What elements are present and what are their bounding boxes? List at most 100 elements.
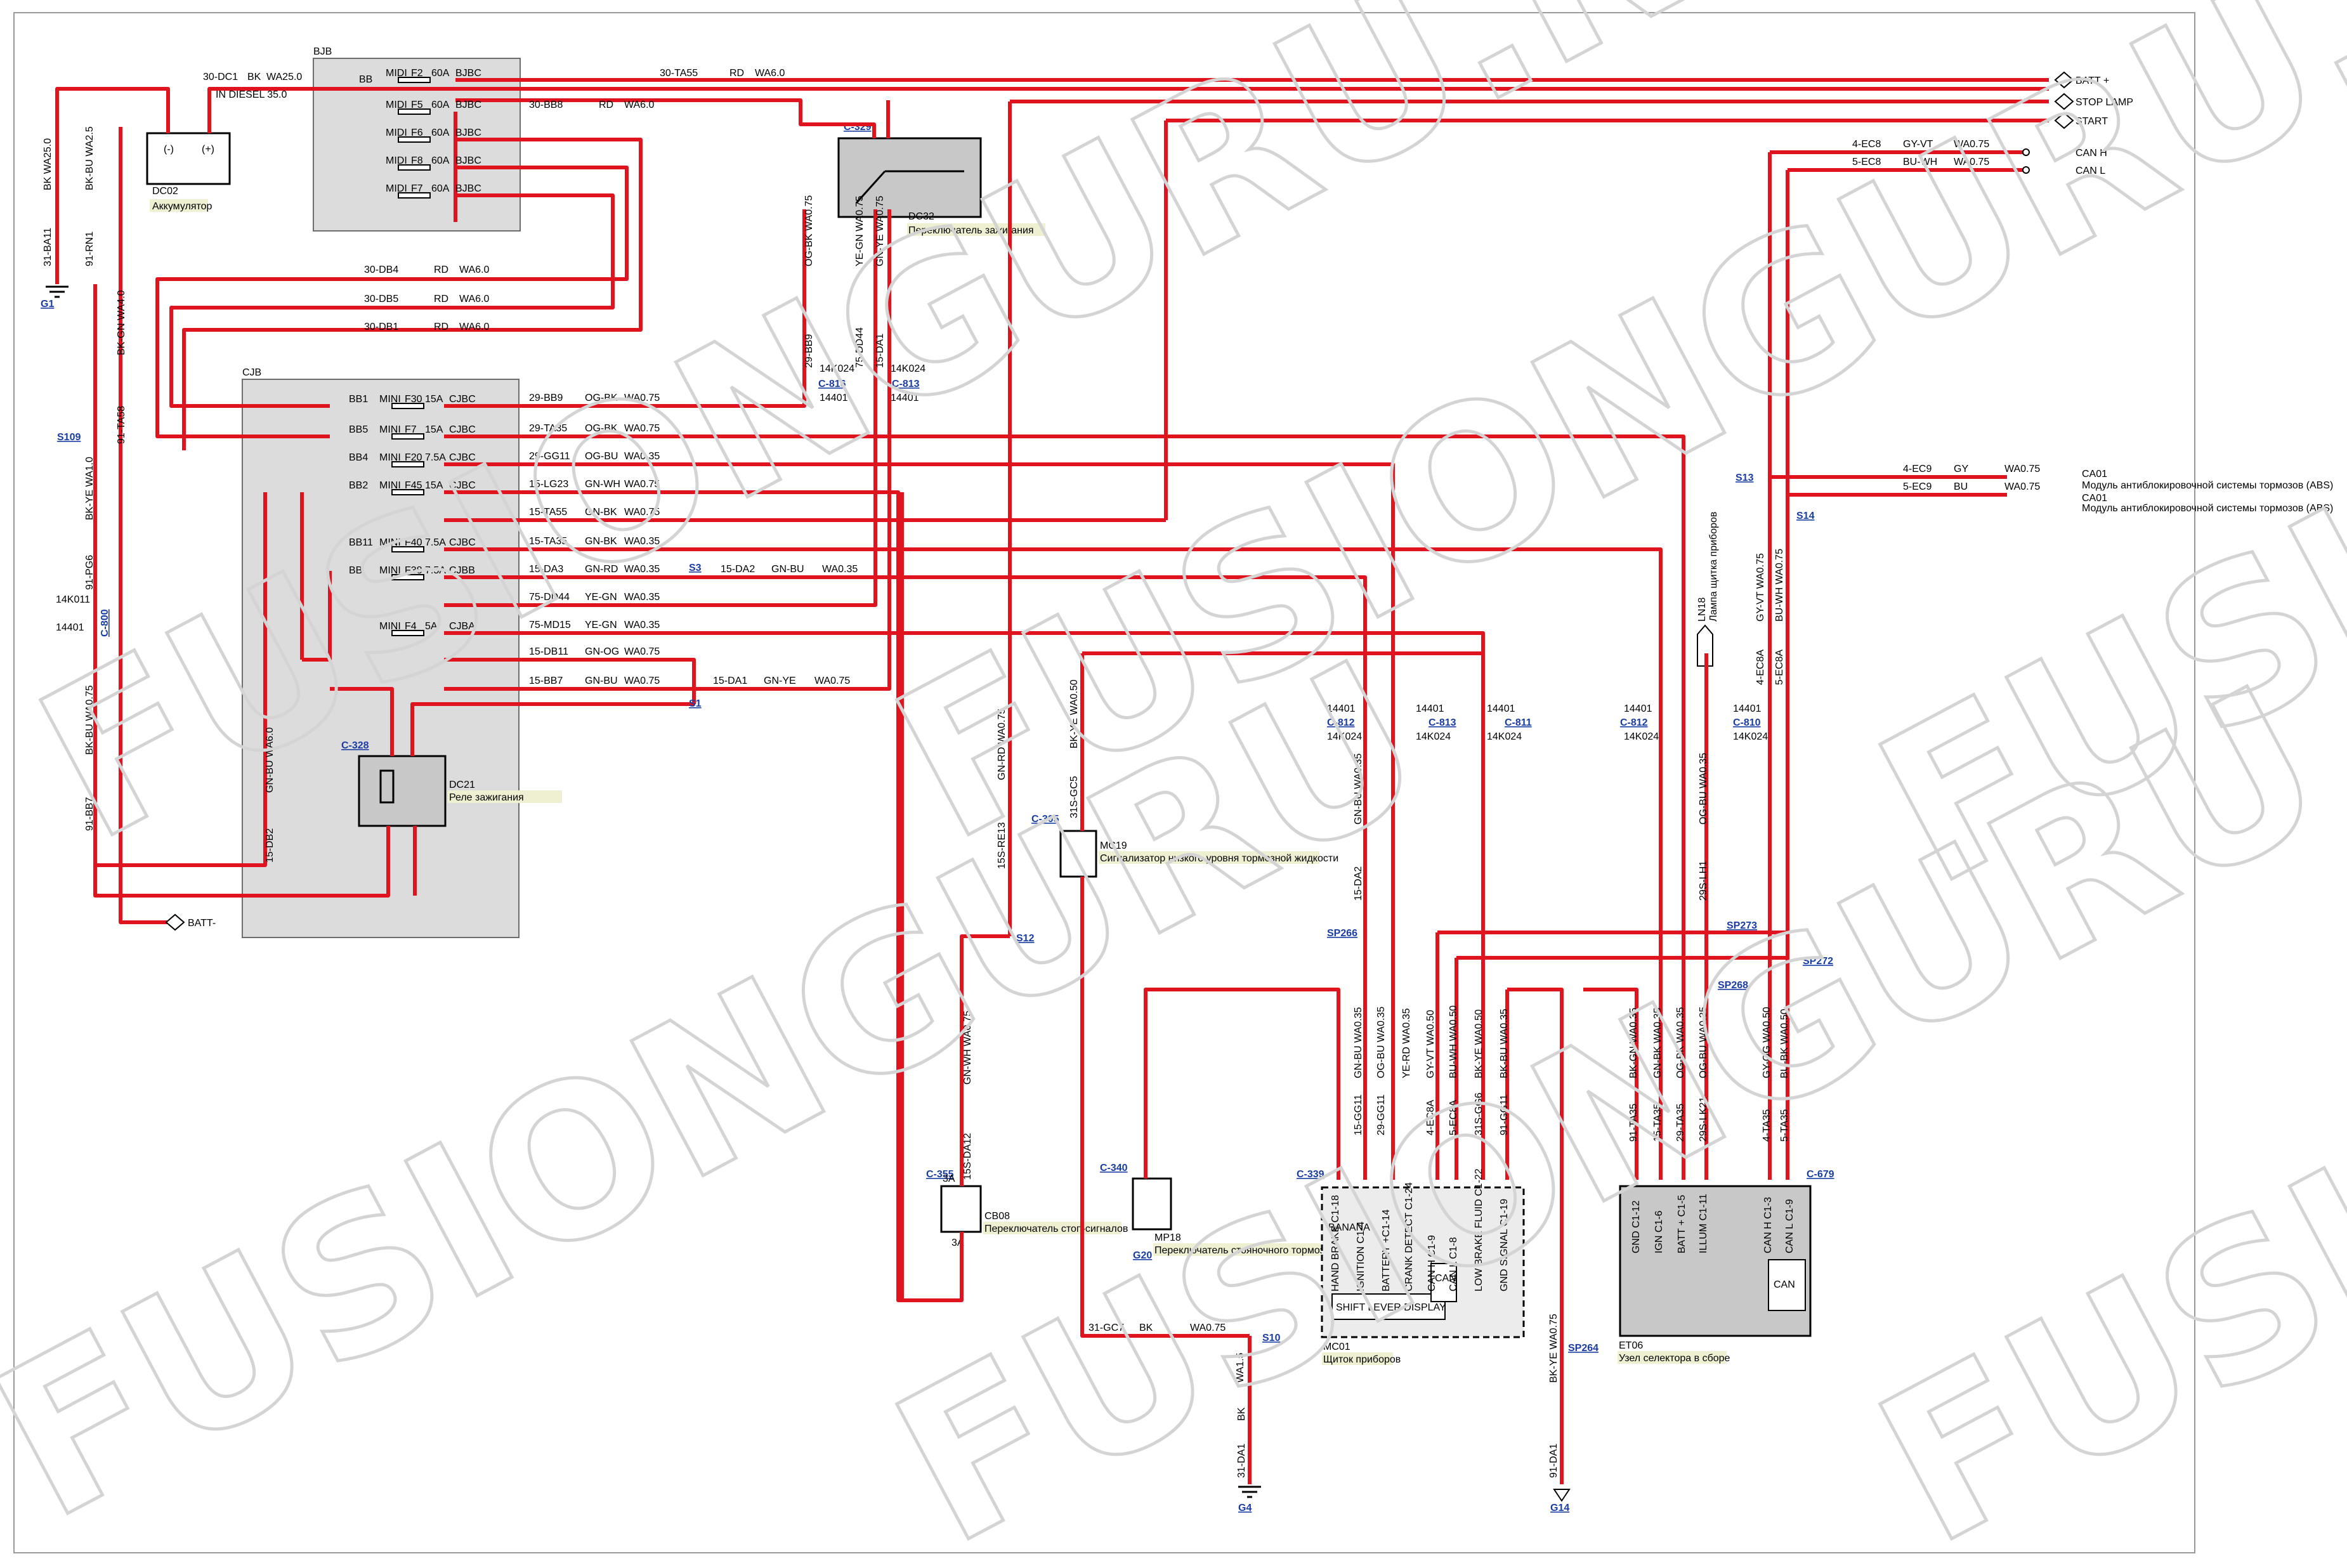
lamp-shape	[1697, 624, 1713, 667]
cluster-can-box	[1430, 1263, 1457, 1302]
wire-15-da3	[444, 575, 1367, 1180]
ground-g4[interactable]: G4	[1238, 1503, 1252, 1513]
wire-id: 31-GC7	[1089, 1323, 1124, 1333]
fuse-rating: 60A	[431, 127, 450, 138]
ignition-relay[interactable]	[358, 755, 447, 827]
terminal-batt-minus[interactable]: BATT-	[165, 913, 216, 931]
wire-id: 4-EC9	[1903, 464, 1932, 474]
wire-31s-gc5	[1080, 651, 1483, 831]
wire-id: 30-DB5	[364, 294, 398, 304]
fuse-out: BJBC	[455, 183, 481, 194]
selector-can-text: CAN	[1774, 1279, 1795, 1290]
selector-wire-label: OG-BK WA0.35	[1675, 1007, 1686, 1078]
splice-sp272[interactable]: SP272	[1803, 956, 1833, 967]
diamond-icon	[165, 913, 185, 931]
wire-size: WA0.75	[624, 479, 660, 490]
wire-color: BK	[247, 72, 261, 82]
code-14k024-a: 14K024	[1327, 731, 1362, 742]
wire-size: WA6.0	[459, 265, 490, 275]
wire-id: 15-DA1	[713, 676, 747, 686]
cluster-pin-label: CRANK DETECT C1-24	[1404, 1182, 1415, 1291]
vertical-wire-label: 29-BB9	[804, 334, 814, 368]
bb-label: BB	[359, 74, 372, 85]
connector-c811[interactable]: C-811	[1505, 717, 1532, 728]
wire-color: GN-RD	[585, 564, 618, 575]
brake-fluid-sensor[interactable]	[1059, 830, 1097, 878]
wire-size: WA0.35	[624, 536, 660, 547]
wire-size: WA0.35	[624, 592, 660, 603]
terminal-stop-lamp[interactable]: STOP LAMP	[2054, 93, 2133, 110]
can-h-pin	[2022, 148, 2030, 156]
splice-s10[interactable]: S10	[1262, 1333, 1281, 1343]
fuse-icon	[391, 630, 424, 636]
ground-g14[interactable]: G14	[1550, 1503, 1569, 1513]
connector-c339[interactable]: C-339	[1297, 1169, 1324, 1180]
connector-c813-b[interactable]: C-813	[1428, 717, 1456, 728]
battery-minus-sign: (-)	[164, 144, 174, 155]
connector-c340[interactable]: C-340	[1100, 1163, 1128, 1173]
cluster-can-text: CAN	[1435, 1273, 1456, 1284]
wire-30-bb8	[455, 98, 876, 138]
fuse-in: BB2	[349, 480, 368, 491]
ground-g1[interactable]: G1	[41, 299, 54, 310]
splice-s13[interactable]: S13	[1736, 473, 1754, 483]
terminal-can-h[interactable]: CAN H	[2022, 148, 2107, 159]
splice-sp264[interactable]: SP264	[1568, 1343, 1598, 1354]
connector-c800[interactable]: C-800	[100, 609, 110, 637]
connector-c328[interactable]: C-328	[341, 740, 369, 751]
connector-c813-top[interactable]: C-813	[892, 379, 920, 389]
stop-hl	[983, 1222, 1121, 1234]
ground-g20[interactable]: G20	[1133, 1250, 1152, 1261]
wire-color: GY-VT	[1903, 139, 1933, 150]
battery-hl	[150, 199, 208, 212]
relay-hl	[448, 790, 562, 803]
terminal-can-l[interactable]: CAN L	[2022, 166, 2105, 176]
connector-c812-a[interactable]: C-812	[1327, 717, 1355, 728]
wire-color: GN-BU	[771, 564, 804, 575]
connector-c305[interactable]: C-305	[1031, 814, 1059, 825]
ground-icon	[1238, 1486, 1261, 1498]
splice-s12[interactable]: S12	[1016, 933, 1035, 944]
selector-wire-label: BK-GN WA0.35	[1628, 1007, 1639, 1078]
terminal-batt-plus[interactable]: BATT +	[2054, 71, 2109, 89]
brake-fluid-name: Сигнализатор низкого уровня тормозной жи…	[1100, 853, 1338, 864]
diamond-icon	[2054, 71, 2074, 89]
parking-brake-switch[interactable]	[1132, 1177, 1172, 1231]
fuse-icon	[398, 164, 431, 171]
code-14401-c: 14401	[1487, 703, 1515, 714]
fuse-icon	[391, 574, 424, 580]
stop-lamp-switch[interactable]	[940, 1185, 982, 1233]
splice-s14[interactable]: S14	[1796, 511, 1815, 521]
wire-id: 30-DB1	[364, 322, 398, 332]
splice-s1[interactable]: S1	[689, 698, 702, 709]
ignition-switch[interactable]	[837, 137, 982, 218]
cluster-pin-label: CAN L C1-8	[1448, 1237, 1459, 1291]
splice-s109[interactable]: S109	[57, 432, 81, 443]
selector-id: ET06	[1619, 1340, 1643, 1351]
splice-sp268[interactable]: SP268	[1718, 980, 1748, 991]
abs-name-1: Модуль антиблокировочной системы тормозо…	[2082, 480, 2333, 491]
connector-c810[interactable]: C-810	[1733, 717, 1761, 728]
terminal-start[interactable]: START	[2054, 112, 2108, 129]
splice-sp266[interactable]: SP266	[1327, 928, 1357, 939]
vertical-wire-label: OG-BK WA0.75	[804, 195, 814, 266]
wire-color: BK	[1139, 1323, 1153, 1333]
connector-c355[interactable]: C-355	[926, 1169, 954, 1180]
vertical-wire-label: BK-YE WA0.50	[1069, 679, 1080, 748]
wire-30-db1	[169, 193, 615, 408]
splice-s3[interactable]: S3	[689, 563, 702, 573]
battery[interactable]	[146, 132, 231, 185]
connector-c816[interactable]: C-816	[818, 379, 846, 389]
selector-pin-label: GND C1-12	[1631, 1200, 1642, 1253]
vertical-wire-label: 31-DA1	[1236, 1444, 1247, 1478]
connector-c812-b[interactable]: C-812	[1620, 717, 1648, 728]
code-14k024-c: 14K024	[1487, 731, 1522, 742]
selector-wire-id: 91-TA35	[1628, 1104, 1639, 1142]
cluster-wire-id: 4-EC8A	[1425, 1100, 1436, 1135]
ground-icon	[46, 285, 69, 298]
connector-c679[interactable]: C-679	[1807, 1169, 1834, 1180]
fuse-icon	[391, 461, 424, 467]
splice-sp273[interactable]: SP273	[1727, 920, 1757, 931]
vertical-wire-label: BK-YE WA0.75	[1548, 1314, 1559, 1383]
terminal-start-label: START	[2076, 116, 2108, 127]
